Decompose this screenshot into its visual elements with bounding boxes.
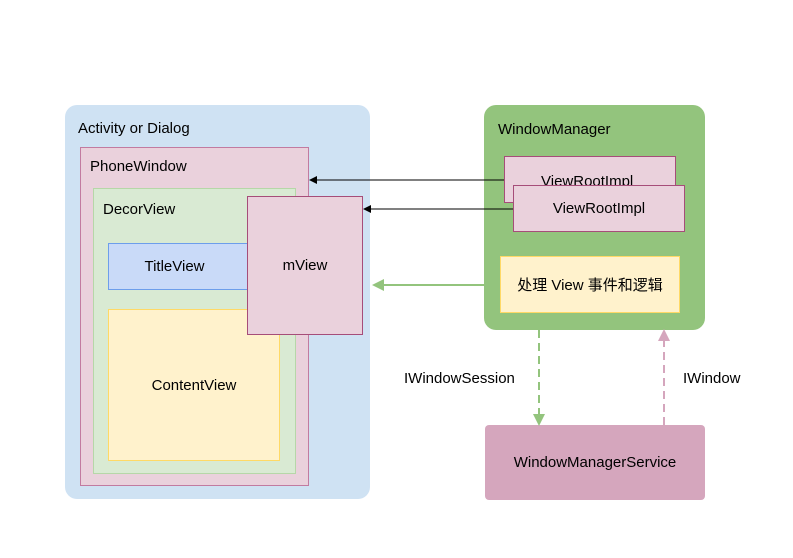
iwindow-label: IWindow [683,370,741,387]
view-root-impl-2-label: ViewRootImpl [552,200,646,217]
phone-window-label: PhoneWindow [90,158,187,175]
iwindow-session-label: IWindowSession [404,370,515,387]
m-view: mView [247,196,363,335]
activity-label: Activity or Dialog [78,120,190,137]
window-manager-service: WindowManagerService [485,425,705,500]
content-view-label: ContentView [151,376,237,394]
m-view-label: mView [282,257,328,274]
window-manager-label: WindowManager [498,121,611,138]
event-handling-box: 处理 View 事件和逻辑 [500,256,680,313]
title-view-label: TitleView [144,258,205,275]
event-handling-label: 处理 View 事件和逻辑 [517,277,663,294]
decor-view-label: DecorView [103,201,176,218]
wms-label: WindowManagerService [513,454,677,471]
view-root-impl-2: ViewRootImpl [513,185,685,232]
